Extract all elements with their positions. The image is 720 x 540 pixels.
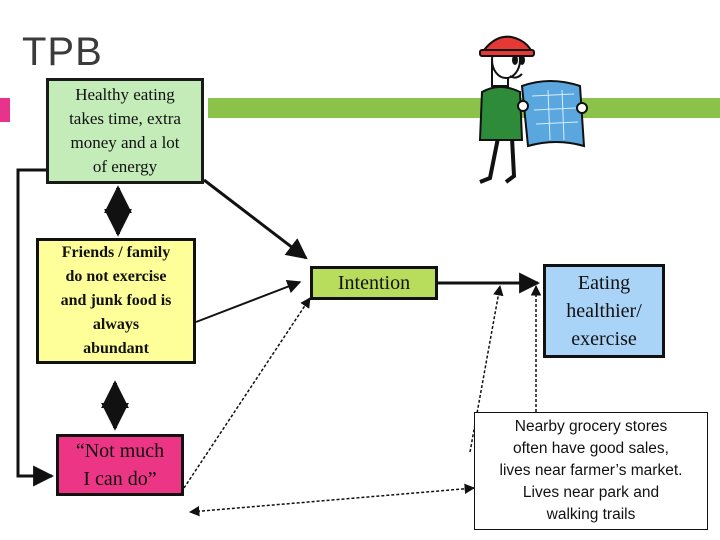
behavior-box: Eating healthier/ exercise: [543, 264, 665, 358]
intention-box: Intention: [310, 266, 438, 300]
norms-line: always: [92, 316, 140, 333]
behavior-line: healthier/: [566, 300, 642, 322]
control-line: I can do”: [83, 468, 157, 490]
arrow-control-intention: [183, 297, 311, 489]
behavior-line: exercise: [571, 328, 637, 350]
environment-line: Lives near park and: [522, 484, 660, 501]
bracket-attitude-control: [16, 168, 55, 487]
environment-line: walking trails: [546, 506, 636, 523]
perceived-control-box: “Not much I can do”: [56, 434, 184, 496]
attitude-line: money and a lot: [70, 133, 180, 152]
arrow-attitude-intention: [203, 178, 308, 260]
arrow-environment-intention: [469, 284, 504, 453]
attitude-line: takes time, extra: [69, 109, 181, 128]
environment-line: often have good sales,: [513, 440, 669, 457]
attitude-box: Healthy eating takes time, extra money a…: [46, 78, 204, 184]
arrow-environment-control: [188, 483, 476, 517]
slide-title: TPB: [22, 30, 103, 74]
norms-line: do not exercise: [65, 268, 167, 285]
norms-line: abundant: [83, 340, 149, 357]
environment-line: Nearby grocery stores: [514, 418, 668, 435]
environment-line: lives near farmer’s market.: [499, 462, 683, 479]
person-with-hardhat-reading-blueprint-icon: [478, 35, 588, 184]
intention-label: Intention: [337, 271, 411, 294]
attitude-line: Healthy eating: [75, 85, 175, 104]
norms-line: and junk food is: [60, 292, 172, 309]
subjective-norms-box: Friends / family do not exercise and jun…: [36, 238, 196, 364]
attitude-line: of energy: [92, 157, 158, 176]
norms-line: Friends / family: [61, 244, 171, 261]
environment-box: Nearby grocery stores often have good sa…: [474, 412, 708, 530]
behavior-line: Eating: [577, 272, 631, 294]
accent-bar-pink: [0, 98, 10, 122]
arrow-norms-intention: [195, 279, 302, 323]
accent-bar-green: [208, 98, 720, 118]
control-line: “Not much: [75, 440, 165, 462]
